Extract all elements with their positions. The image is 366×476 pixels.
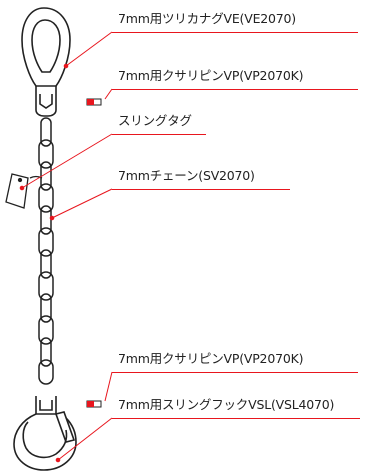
leader-pin-top [104,88,113,100]
label-pin-top: 7mm用クサリピンVP(VP2070K) [118,68,304,83]
label-chain: 7mmチェーン(SV2070) [118,168,255,183]
leader-lines [19,31,113,463]
leader-master-link [65,31,113,67]
chain-icon [38,117,54,385]
pin-top-marker-fill [87,99,94,105]
leader-sling-tag [21,133,113,189]
sling-hook-icon [13,396,77,471]
master-link-icon [21,7,71,117]
label-master-link: 7mm用ツリカナグVE(VE2070) [118,11,296,26]
leader-chain [51,188,113,219]
sling-tag-icon [5,173,43,209]
label-hook: 7mm用スリングフックVSL(VSL4070) [118,397,335,412]
underline-pin-top [112,89,358,90]
underline-chain [112,189,290,190]
leader-pin-bottom [104,371,113,402]
label-pin-bottom: 7mm用クサリピンVP(VP2070K) [118,351,304,366]
label-sling-tag: スリングタグ [118,113,192,128]
leader-hook [57,417,113,461]
underline-master-link [112,32,358,33]
pin-bottom-marker-fill [87,401,94,407]
underline-sling-tag [112,134,206,135]
underline-hook [112,418,360,419]
underline-pin-bottom [112,372,358,373]
